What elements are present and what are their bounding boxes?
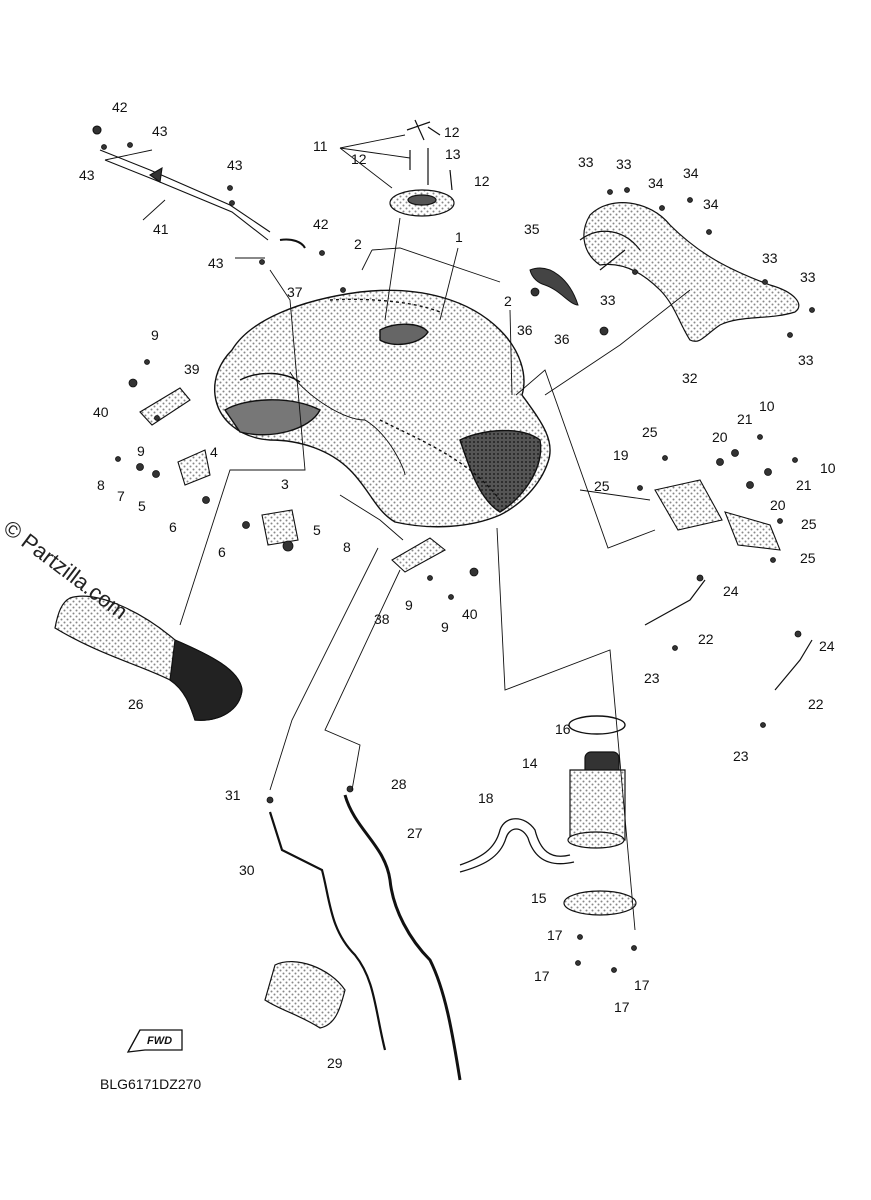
callout-17[interactable]: 17 [634, 977, 650, 993]
fuel-pump [567, 751, 626, 849]
callout-33[interactable]: 33 [800, 269, 816, 285]
callout-8[interactable]: 8 [343, 539, 351, 555]
callout-40[interactable]: 40 [462, 606, 478, 622]
fuel-tank [213, 289, 551, 528]
callout-33[interactable]: 33 [578, 154, 594, 170]
fasteners [101, 142, 815, 973]
leader-lines [104, 134, 691, 931]
callout-18[interactable]: 18 [478, 790, 494, 806]
callout-9[interactable]: 9 [137, 443, 145, 459]
callout-9[interactable]: 9 [441, 619, 449, 635]
callout-5[interactable]: 5 [313, 522, 321, 538]
callout-22[interactable]: 22 [698, 631, 714, 647]
callout-23[interactable]: 23 [733, 748, 749, 764]
callout-20[interactable]: 20 [712, 429, 728, 445]
callout-34[interactable]: 34 [703, 196, 719, 212]
callout-26[interactable]: 26 [128, 696, 144, 712]
callout-33[interactable]: 33 [616, 156, 632, 172]
callout-9[interactable]: 9 [405, 597, 413, 613]
callout-6[interactable]: 6 [218, 544, 226, 560]
callout-6[interactable]: 6 [169, 519, 177, 535]
callout-17[interactable]: 17 [534, 968, 550, 984]
bracket-35 [529, 267, 579, 306]
callout-43[interactable]: 43 [208, 255, 224, 271]
callout-43[interactable]: 43 [79, 167, 95, 183]
callout-33[interactable]: 33 [798, 352, 814, 368]
callout-14[interactable]: 14 [522, 755, 538, 771]
breather-pipes [268, 794, 462, 1081]
fwd-label: FWD [147, 1035, 173, 1047]
callout-24[interactable]: 24 [723, 583, 739, 599]
callout-10[interactable]: 10 [759, 398, 775, 414]
callout-9[interactable]: 9 [151, 327, 159, 343]
handle-bracket [92, 125, 306, 249]
callout-11[interactable]: 11 [313, 138, 328, 154]
callout-36[interactable]: 36 [554, 331, 570, 347]
callout-17[interactable]: 17 [614, 999, 630, 1015]
callout-4[interactable]: 4 [210, 444, 218, 460]
callout-43[interactable]: 43 [152, 123, 168, 139]
clamp-cover [264, 961, 346, 1029]
callout-25[interactable]: 25 [801, 516, 817, 532]
callout-15[interactable]: 15 [531, 890, 547, 906]
callout-21[interactable]: 21 [796, 477, 812, 493]
callout-20[interactable]: 20 [770, 497, 786, 513]
callout-5[interactable]: 5 [138, 498, 146, 514]
callout-25[interactable]: 25 [800, 550, 816, 566]
callout-32[interactable]: 32 [682, 370, 698, 386]
callout-37[interactable]: 37 [287, 284, 303, 300]
callout-16[interactable]: 16 [555, 721, 571, 737]
callout-38[interactable]: 38 [374, 611, 390, 627]
callout-25[interactable]: 25 [642, 424, 658, 440]
callout-39[interactable]: 39 [184, 361, 200, 377]
callout-1[interactable]: 1 [455, 229, 463, 245]
callout-10[interactable]: 10 [820, 460, 836, 476]
callout-2[interactable]: 2 [354, 236, 362, 252]
callout-31[interactable]: 31 [225, 787, 241, 803]
callout-13[interactable]: 13 [445, 146, 461, 162]
callout-24[interactable]: 24 [819, 638, 835, 654]
callout-36[interactable]: 36 [517, 322, 533, 338]
callout-17[interactable]: 17 [547, 927, 563, 943]
callout-28[interactable]: 28 [391, 776, 407, 792]
callout-23[interactable]: 23 [644, 670, 660, 686]
callout-34[interactable]: 34 [648, 175, 664, 191]
callout-3[interactable]: 3 [281, 476, 289, 492]
callout-12[interactable]: 12 [474, 173, 490, 189]
diagram-code: BLG6171DZ270 [100, 1076, 202, 1092]
callout-25[interactable]: 25 [594, 478, 610, 494]
callout-35[interactable]: 35 [524, 221, 540, 237]
mount-brackets [139, 387, 446, 573]
stays [644, 579, 813, 691]
fwd-arrow-icon [126, 1029, 183, 1053]
callout-42[interactable]: 42 [112, 99, 128, 115]
callout-22[interactable]: 22 [808, 696, 824, 712]
callout-7[interactable]: 7 [117, 488, 125, 504]
o-ring [568, 715, 626, 735]
rear-frame [579, 202, 800, 342]
callout-12[interactable]: 12 [444, 124, 460, 140]
callout-2[interactable]: 2 [504, 293, 512, 309]
callout-21[interactable]: 21 [737, 411, 753, 427]
callout-30[interactable]: 30 [239, 862, 255, 878]
callout-40[interactable]: 40 [93, 404, 109, 420]
retaining-ring [563, 890, 637, 916]
callout-33[interactable]: 33 [600, 292, 616, 308]
side-cover [54, 595, 243, 721]
callout-34[interactable]: 34 [683, 165, 699, 181]
callout-27[interactable]: 27 [407, 825, 423, 841]
callout-43[interactable]: 43 [227, 157, 243, 173]
filler-cap [389, 119, 455, 217]
fuel-hose [459, 818, 575, 873]
bracket-plate [654, 479, 781, 551]
callout-19[interactable]: 19 [613, 447, 629, 463]
callout-42[interactable]: 42 [313, 216, 329, 232]
callout-33[interactable]: 33 [762, 250, 778, 266]
callout-41[interactable]: 41 [153, 221, 169, 237]
callout-12[interactable]: 12 [351, 151, 367, 167]
callout-8[interactable]: 8 [97, 477, 105, 493]
callout-29[interactable]: 29 [327, 1055, 343, 1071]
